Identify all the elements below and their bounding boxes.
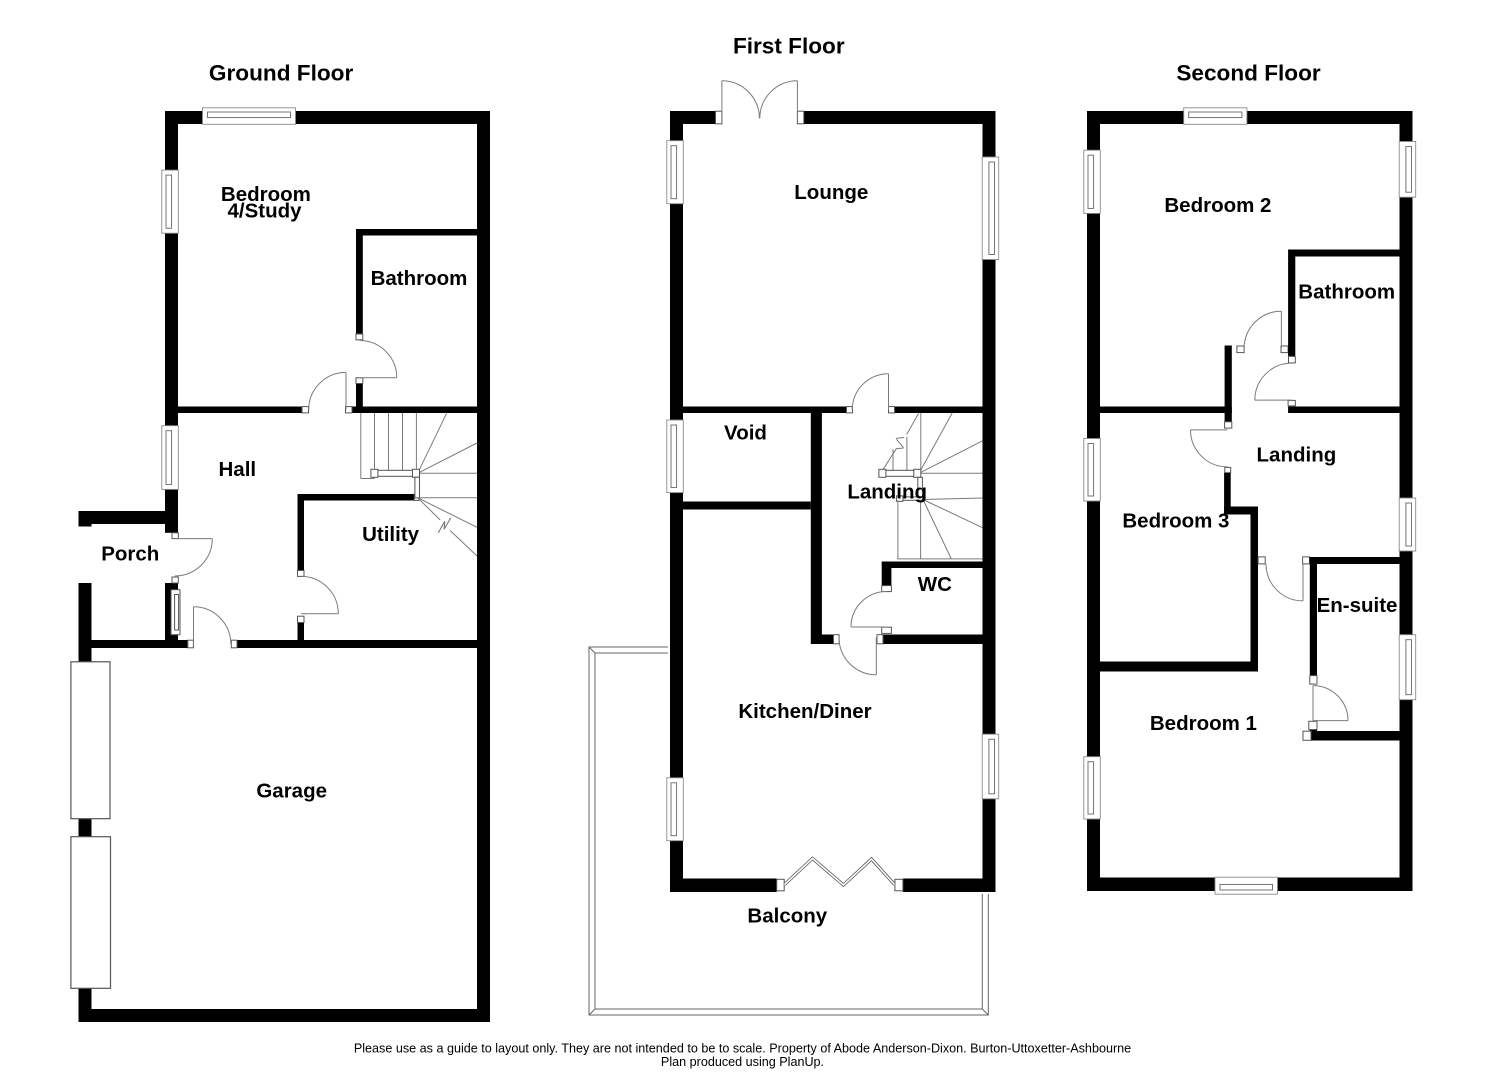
svg-text:Bedroom: Bedroom <box>221 183 311 206</box>
svg-text:Bathroom: Bathroom <box>1298 280 1395 303</box>
svg-text:Hall: Hall <box>218 458 256 481</box>
svg-text:Kitchen/Diner: Kitchen/Diner <box>738 700 871 723</box>
svg-text:WC: WC <box>918 573 952 596</box>
svg-text:Utility: Utility <box>362 523 420 546</box>
svg-text:Bathroom: Bathroom <box>371 267 468 290</box>
svg-text:En-suite: En-suite <box>1317 594 1398 617</box>
svg-text:Garage: Garage <box>256 780 327 803</box>
svg-text:Porch: Porch <box>101 543 159 566</box>
svg-text:Second Floor: Second Floor <box>1176 60 1321 85</box>
svg-text:Bedroom 1: Bedroom 1 <box>1150 712 1257 735</box>
svg-text:First Floor: First Floor <box>733 34 845 59</box>
svg-text:Lounge: Lounge <box>794 181 868 204</box>
svg-text:Balcony: Balcony <box>747 904 827 927</box>
svg-text:Void: Void <box>724 422 767 445</box>
svg-text:4/Study: 4/Study <box>227 200 302 223</box>
svg-text:Please use as a guide to layou: Please use as a guide to layout only. Th… <box>354 1042 1131 1056</box>
svg-text:Bedroom 3: Bedroom 3 <box>1122 509 1229 532</box>
svg-text:Landing: Landing <box>1257 444 1337 467</box>
svg-text:Plan produced using PlanUp.: Plan produced using PlanUp. <box>661 1055 824 1069</box>
svg-text:Ground Floor: Ground Floor <box>209 60 354 85</box>
svg-text:Landing: Landing <box>847 480 927 503</box>
svg-text:Bedroom 2: Bedroom 2 <box>1164 194 1271 217</box>
